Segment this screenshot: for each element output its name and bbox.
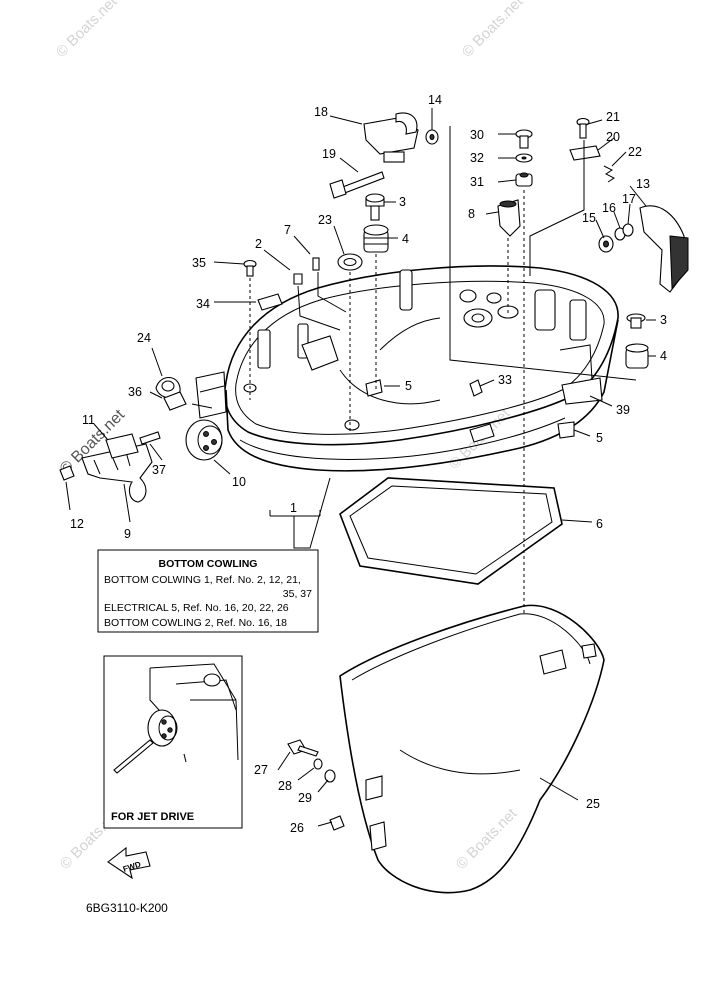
label-30: 30 <box>470 128 484 142</box>
label-2: 2 <box>255 237 262 251</box>
label-26: 26 <box>290 821 304 835</box>
jet-drive-inset: FOR JET DRIVE <box>103 655 243 829</box>
label-3: 3 <box>660 313 667 327</box>
label-7: 7 <box>284 223 291 237</box>
label-13: 13 <box>636 177 650 191</box>
label-22: 22 <box>628 145 642 159</box>
label-5: 5 <box>405 379 412 393</box>
label-23: 23 <box>318 213 332 227</box>
label-35: 35 <box>192 256 206 270</box>
label-24: 24 <box>137 331 151 345</box>
label-28: 28 <box>278 779 292 793</box>
label-33: 33 <box>498 373 512 387</box>
info-box-line: ELECTRICAL 5, Ref. No. 16, 20, 22, 26 <box>104 602 289 614</box>
info-box-line: BOTTOM COLWING 1, Ref. No. 2, 12, 21, <box>104 574 301 586</box>
label-17: 17 <box>622 192 636 206</box>
label-4: 4 <box>402 232 409 246</box>
label-10: 10 <box>232 475 246 489</box>
label-8: 8 <box>468 207 475 221</box>
leader-lines <box>65 108 656 827</box>
label-1: 1 <box>290 501 297 515</box>
label-39: 39 <box>616 403 630 417</box>
watermark-bottom-center: © Boats.net <box>453 805 521 873</box>
label-18: 18 <box>314 105 328 119</box>
part-labels: 1 2 3 3 4 4 5 5 6 7 8 9 10 10 11 12 13 1… <box>70 93 667 835</box>
label-25: 25 <box>586 797 600 811</box>
label-15: 15 <box>582 211 596 225</box>
bottom-cowling-drawing <box>195 265 619 472</box>
label-9: 9 <box>124 527 131 541</box>
label-11: 11 <box>82 413 95 427</box>
label-37: 37 <box>152 463 166 477</box>
label-27: 27 <box>254 763 268 777</box>
label-32: 32 <box>470 151 484 165</box>
info-box-line: 35, 37 <box>283 588 312 600</box>
small-parts <box>59 112 689 894</box>
label-6: 6 <box>596 517 603 531</box>
watermark-top-center: © Boats.net <box>459 0 527 61</box>
label-19: 19 <box>322 147 336 161</box>
label-31: 31 <box>470 175 484 189</box>
fwd-arrow: FWD <box>107 846 151 880</box>
label-4: 4 <box>660 349 667 363</box>
label-14: 14 <box>428 93 442 107</box>
label-29: 29 <box>298 791 312 805</box>
label-36: 36 <box>128 385 142 399</box>
diagram-code: 6BG3110-K200 <box>86 901 168 915</box>
info-box-line: BOTTOM COWLING 2, Ref. No. 16, 18 <box>104 617 287 629</box>
watermark-top-left: © Boats.net <box>53 0 121 61</box>
label-21: 21 <box>606 110 620 124</box>
label-3: 3 <box>399 195 406 209</box>
label-12: 12 <box>70 517 84 531</box>
inset-title: FOR JET DRIVE <box>111 811 194 823</box>
label-5: 5 <box>596 431 603 445</box>
info-box-title: BOTTOM COWLING <box>159 558 258 570</box>
label-34: 34 <box>196 297 210 311</box>
label-20: 20 <box>606 130 620 144</box>
label-16: 16 <box>602 201 616 215</box>
info-box: BOTTOM COWLING BOTTOM COLWING 1, Ref. No… <box>97 549 319 633</box>
